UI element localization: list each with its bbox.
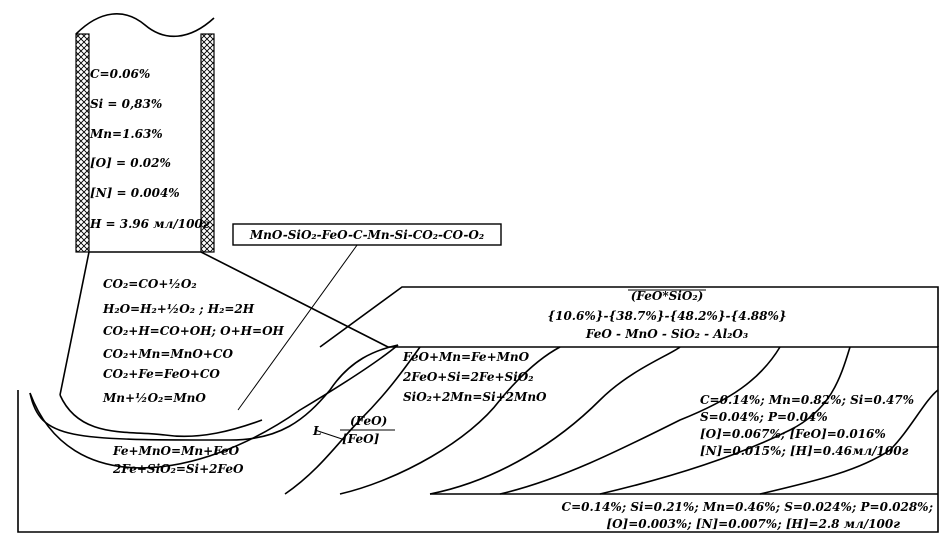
- arc-reaction: CO₂+Mn=MnO+CO: [103, 347, 233, 361]
- slag-region: [319, 286, 939, 348]
- electrode-top-edge: [75, 13, 215, 38]
- weld-metal-line: S=0.04%; P=0.04%: [700, 410, 828, 424]
- electrode-line: H = 3.96 мл/100г: [89, 217, 210, 231]
- arc-pool-outline: [29, 344, 399, 469]
- weld-curve-4: [499, 346, 781, 495]
- arc-reaction: H₂O=H₂+½O₂ ; H₂=2H: [102, 302, 255, 316]
- arc-reaction: CO₂=CO+½O₂: [103, 277, 197, 291]
- slag-metal-reactions: FeO+Mn=Fe+MnO 2FeO+Si=2Fe+SiO₂ SiO₂+2Mn=…: [402, 350, 547, 404]
- electrode: [75, 13, 215, 253]
- distribution-pointer: [314, 429, 346, 441]
- arc-reactions: CO₂=CO+½O₂ H₂O=H₂+½O₂ ; H₂=2H CO₂+H=CO+O…: [102, 277, 285, 405]
- slag-metal-reaction: FeO+Mn=Fe+MnO: [402, 350, 530, 364]
- arc-cone: [59, 251, 389, 396]
- bath-outline: [17, 346, 939, 533]
- base-metal-line: C=0.14%; Si=0.21%; Mn=0.46%; S=0.024%; P…: [562, 500, 933, 514]
- slag-composition: (FeO*SiO₂) {10.6%}-{38.7%}-{48.2%}-{4.88…: [547, 289, 786, 341]
- pool-curve-2: [59, 394, 263, 438]
- distribution-coefficient: L (FeO) [FeO]: [312, 414, 395, 446]
- slag-compound: (FeO*SiO₂): [631, 289, 704, 303]
- electrode-composition: C=0.06% Si = 0,83% Mn=1.63% [O] = 0.02% …: [89, 67, 210, 231]
- weld-curve-3: [429, 346, 681, 495]
- electrode-coating-left: [75, 33, 90, 253]
- weld-metal-line: [O]=0.067%; [FeO]=0.016%: [700, 427, 886, 441]
- slag-metal-reaction: 2FeO+Si=2Fe+SiO₂: [402, 370, 533, 384]
- reaction-system-pointer: [237, 240, 361, 411]
- base-metal-line: [O]=0.003%; [N]=0.007%; [H]=2.8 мл/100г: [606, 517, 900, 531]
- arc-reaction: CO₂+H=CO+OH; O+H=OH: [103, 324, 285, 338]
- pool-curve-1: [29, 344, 399, 441]
- arc-reaction: CO₂+Fe=FeO+CO: [103, 367, 220, 381]
- distribution-symbol: L: [312, 424, 321, 438]
- weld-metal-line: C=0.14%; Mn=0.82%; Si=0.47%: [700, 393, 914, 407]
- weld-curve-5: [599, 346, 851, 495]
- distribution-denominator: [FeO]: [342, 432, 380, 446]
- weld-curve-6: [759, 389, 939, 495]
- weld-metal-composition: C=0.14%; Mn=0.82%; Si=0.47% S=0.04%; P=0…: [700, 393, 914, 458]
- electrode-coating-right: [200, 33, 215, 253]
- pool-reaction: 2Fe+SiO₂=Si+2FeO: [112, 462, 244, 476]
- pool-reaction: Fe+MnO=Mn+FeO: [112, 444, 240, 458]
- slag-percentages: {10.6%}-{38.7%}-{48.2%}-{4.88%}: [547, 309, 786, 323]
- pool-reactions: Fe+MnO=Mn+FeO 2Fe+SiO₂=Si+2FeO: [112, 444, 244, 476]
- distribution-numerator: (FeO): [350, 414, 387, 428]
- arc-reaction: Mn+½O₂=MnO: [102, 391, 206, 405]
- reaction-system-box: [232, 223, 502, 246]
- electrode-line: Mn=1.63%: [89, 127, 163, 141]
- weld-curve-1: [284, 346, 421, 495]
- reaction-system-label: MnO-SiO₂-FeO-C-Mn-Si-CO₂-CO-O₂: [249, 228, 484, 242]
- base-metal-composition: C=0.14%; Si=0.21%; Mn=0.46%; S=0.024%; P…: [562, 500, 933, 531]
- electrode-line: Si = 0,83%: [90, 97, 162, 111]
- slag-metal-reaction: SiO₂+2Mn=Si+2MnO: [403, 390, 547, 404]
- electrode-line: [N] = 0.004%: [90, 186, 180, 200]
- weld-curve-2: [339, 346, 561, 495]
- electrode-line: C=0.06%: [90, 67, 150, 81]
- weld-metal-line: [N]=0.015%; [H]=0.46мл/100г: [700, 444, 909, 458]
- electrode-line: [O] = 0.02%: [90, 156, 171, 170]
- slag-components: FeO - MnO - SiO₂ - Al₂O₃: [585, 327, 748, 341]
